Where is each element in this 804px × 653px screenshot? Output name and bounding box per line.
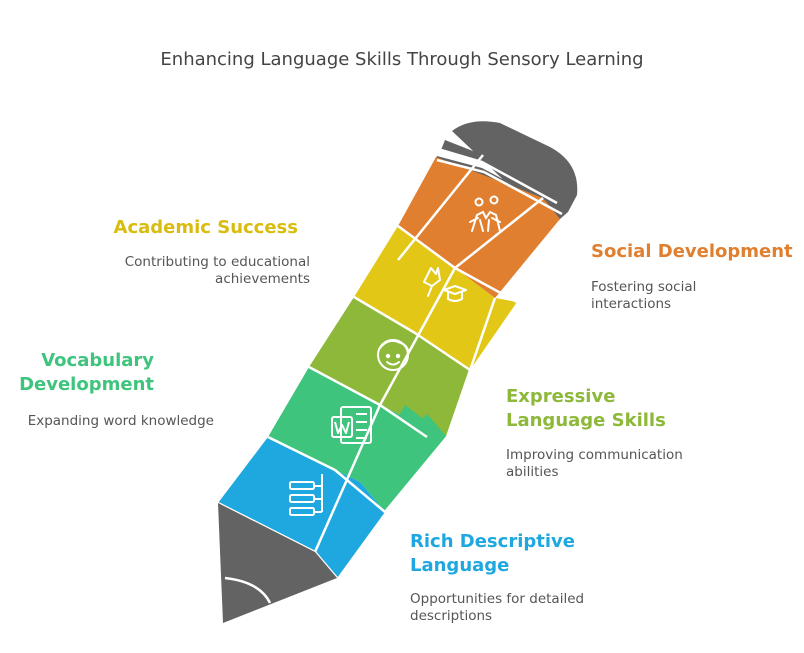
graduate-icon bbox=[423, 267, 467, 302]
rich-desc-line1: Opportunities for detailed bbox=[410, 591, 585, 607]
segment-vocabulary bbox=[268, 367, 447, 482]
vocabulary-desc-line1: Expanding word knowledge bbox=[27, 413, 214, 429]
vocabulary-heading-line1: Vocabulary bbox=[41, 350, 154, 371]
social-heading: Social Development bbox=[591, 241, 793, 262]
word-document-icon bbox=[331, 406, 372, 444]
segment-expressive bbox=[309, 297, 470, 437]
social-desc-line1: Fostering social bbox=[591, 279, 697, 295]
friends-icon bbox=[469, 195, 501, 232]
segment-vocabulary-right bbox=[360, 405, 447, 512]
pencil-ferrule-band-1 bbox=[441, 140, 557, 203]
diagram-title: Enhancing Language Skills Through Sensor… bbox=[160, 49, 644, 70]
expressive-heading-line1: Expressive bbox=[506, 386, 616, 407]
segment-academic bbox=[354, 226, 517, 370]
pencil-tip bbox=[218, 503, 337, 623]
social-desc-line2: interactions bbox=[591, 296, 672, 312]
smiling-face-icon bbox=[377, 339, 409, 371]
rich-heading-line2: Language bbox=[410, 555, 510, 576]
facet-lines bbox=[217, 148, 563, 579]
academic-desc-line2: achievements bbox=[215, 271, 310, 287]
vocabulary-heading-line2: Development bbox=[19, 374, 154, 395]
expressive-desc-line2: abilities bbox=[506, 464, 559, 480]
rich-desc-line2: descriptions bbox=[410, 608, 493, 624]
pencil-tip-point-arc bbox=[224, 576, 272, 604]
academic-desc-line1: Contributing to educational bbox=[124, 254, 310, 270]
hierarchy-list-icon bbox=[289, 474, 323, 516]
expressive-heading-line2: Language Skills bbox=[506, 410, 666, 431]
rich-heading-line1: Rich Descriptive bbox=[410, 531, 575, 552]
academic-heading: Academic Success bbox=[113, 217, 298, 238]
expressive-desc-line1: Improving communication bbox=[506, 447, 683, 463]
